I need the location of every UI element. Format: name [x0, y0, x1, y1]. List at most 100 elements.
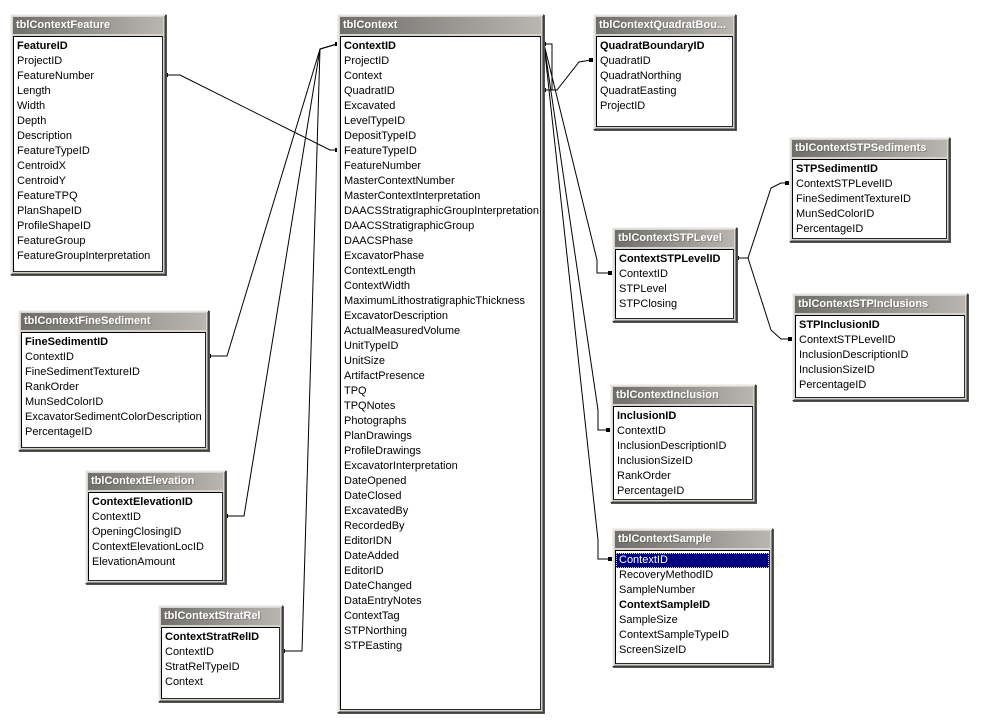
field-row-InclusionSizeID[interactable]: InclusionSizeID: [617, 455, 693, 467]
field-row-ContextID[interactable]: ContextID: [619, 268, 668, 280]
field-row-ContextStratRelID[interactable]: ContextStratRelID: [165, 631, 260, 643]
field-row-ContextElevationLocID[interactable]: ContextElevationLocID: [92, 541, 204, 553]
field-row-RankOrder[interactable]: RankOrder: [25, 381, 79, 393]
field-row-TPQ[interactable]: TPQ: [344, 385, 367, 397]
field-row-FeatureNumber[interactable]: FeatureNumber: [17, 70, 95, 82]
field-row-PercentageID[interactable]: PercentageID: [799, 379, 867, 391]
field-row-FineSedimentTextureID[interactable]: FineSedimentTextureID: [796, 193, 911, 205]
field-row-MasterContextNumber[interactable]: MasterContextNumber: [344, 175, 455, 187]
field-row-ExcavatorSedimentColorDescription[interactable]: ExcavatorSedimentColorDescription: [25, 411, 202, 423]
table-titlebar-quadrat[interactable]: tblContextQuadratBou...: [596, 17, 733, 34]
relationship-line-context-inclusion[interactable]: [543, 43, 608, 431]
field-row-Excavated[interactable]: Excavated: [344, 100, 396, 112]
field-row-STPInclusionID[interactable]: STPInclusionID: [799, 319, 880, 331]
field-row-Width[interactable]: Width: [17, 100, 46, 112]
field-row-FeatureNumber[interactable]: FeatureNumber: [344, 160, 422, 172]
table-titlebar-finesediment[interactable]: tblContextFineSediment: [21, 313, 206, 330]
field-row-UnitTypeID[interactable]: UnitTypeID: [344, 340, 399, 352]
field-row-ExcavatorPhase[interactable]: ExcavatorPhase: [344, 250, 425, 262]
field-row-DAACSStratigraphicGroupInterpretation[interactable]: DAACSStratigraphicGroupInterpretation: [344, 205, 540, 217]
field-row-ArtifactPresence[interactable]: ArtifactPresence: [344, 370, 425, 382]
field-row-DataEntryNotes[interactable]: DataEntryNotes: [344, 595, 422, 607]
field-row-FeatureGroupInterpretation[interactable]: FeatureGroupInterpretation: [17, 250, 151, 262]
field-row-RecordedBy[interactable]: RecordedBy: [344, 520, 405, 532]
field-row-STPSedimentID[interactable]: STPSedimentID: [796, 163, 878, 175]
field-row-DAACSPhase[interactable]: DAACSPhase: [344, 235, 414, 247]
table-titlebar-sample[interactable]: tblContextSample: [615, 531, 770, 548]
field-row-ElevationAmount[interactable]: ElevationAmount: [92, 556, 176, 568]
field-row-FeatureTPQ[interactable]: FeatureTPQ: [17, 190, 78, 202]
field-row-Description[interactable]: Description: [17, 130, 73, 142]
field-row-Context[interactable]: Context: [344, 70, 382, 82]
field-row-OpeningClosingID[interactable]: OpeningClosingID: [92, 526, 182, 538]
field-row-DateAdded[interactable]: DateAdded: [344, 550, 400, 562]
table-window-quadrat[interactable]: tblContextQuadratBou... QuadratBoundaryID…: [593, 14, 736, 130]
field-row-EditorID[interactable]: EditorID: [344, 565, 384, 577]
field-row-RecoveryMethodID[interactable]: RecoveryMethodID: [619, 569, 714, 581]
field-row-InclusionID[interactable]: InclusionID: [617, 410, 677, 422]
field-row-PercentageID[interactable]: PercentageID: [25, 426, 93, 438]
table-titlebar-elevation[interactable]: tblContextElevation: [88, 473, 223, 490]
field-row-MunSedColorID[interactable]: MunSedColorID: [25, 396, 104, 408]
field-row-Length[interactable]: Length: [17, 85, 51, 97]
field-row-DateClosed[interactable]: DateClosed: [344, 490, 402, 502]
field-row-ExcavatorInterpretation[interactable]: ExcavatorInterpretation: [344, 460, 458, 472]
field-row-QuadratBoundaryID[interactable]: QuadratBoundaryID: [600, 40, 705, 52]
field-row-ContextID[interactable]: ContextID: [616, 553, 769, 568]
field-row-QuadratID[interactable]: QuadratID: [344, 85, 395, 97]
field-row-ContextSTPLevelID[interactable]: ContextSTPLevelID: [796, 178, 893, 190]
field-row-Photographs[interactable]: Photographs: [344, 415, 407, 427]
relationship-line-stratrel-context[interactable]: [283, 43, 338, 652]
field-row-STPLevel[interactable]: STPLevel: [619, 283, 667, 295]
field-row-FeatureGroup[interactable]: FeatureGroup: [17, 235, 86, 247]
field-row-ContextLength[interactable]: ContextLength: [344, 265, 416, 277]
field-row-LevelTypeID[interactable]: LevelTypeID: [344, 115, 406, 127]
field-row-ContextWidth[interactable]: ContextWidth: [344, 280, 411, 292]
field-row-ContextElevationID[interactable]: ContextElevationID: [92, 496, 193, 508]
field-row-ActualMeasuredVolume[interactable]: ActualMeasuredVolume: [344, 325, 461, 337]
field-row-ContextID[interactable]: ContextID: [165, 646, 214, 658]
field-row-ProfileShapeID[interactable]: ProfileShapeID: [17, 220, 91, 232]
relationship-line-finesediment-context[interactable]: [209, 43, 338, 357]
field-row-Context[interactable]: Context: [165, 676, 203, 688]
field-row-RankOrder[interactable]: RankOrder: [617, 470, 671, 482]
relationship-line-feature-context[interactable]: [166, 74, 337, 151]
field-row-SampleNumber[interactable]: SampleNumber: [619, 584, 696, 596]
field-row-ContextID[interactable]: ContextID: [92, 511, 141, 523]
table-titlebar-context[interactable]: tblContext: [340, 17, 541, 34]
field-row-CentroidX[interactable]: CentroidX: [17, 160, 66, 172]
field-row-MasterContextInterpretation[interactable]: MasterContextInterpretation: [344, 190, 481, 202]
field-row-ProjectID[interactable]: ProjectID: [344, 55, 390, 67]
field-row-PlanShapeID[interactable]: PlanShapeID: [17, 205, 82, 217]
field-row-StratRelTypeID[interactable]: StratRelTypeID: [165, 661, 240, 673]
relationship-line-stplevel-stpsediments[interactable]: [737, 182, 787, 259]
table-titlebar-stplevel[interactable]: tblContextSTPLevel: [615, 230, 734, 247]
field-row-ContextSTPLevelID[interactable]: ContextSTPLevelID: [799, 334, 896, 346]
field-row-ContextSampleID[interactable]: ContextSampleID: [619, 599, 711, 611]
field-row-ExcavatorDescription[interactable]: ExcavatorDescription: [344, 310, 448, 322]
field-row-ScreenSizeID[interactable]: ScreenSizeID: [619, 644, 687, 656]
relationship-line-context-quadratboundaries[interactable]: [544, 59, 592, 91]
relationship-line-context-sample[interactable]: [543, 43, 610, 560]
field-row-FineSedimentTextureID[interactable]: FineSedimentTextureID: [25, 366, 140, 378]
field-row-TPQNotes[interactable]: TPQNotes: [344, 400, 396, 412]
field-row-SampleSize[interactable]: SampleSize: [619, 614, 678, 626]
field-row-ContextID[interactable]: ContextID: [25, 351, 74, 363]
field-row-STPEasting[interactable]: STPEasting: [344, 640, 403, 652]
field-row-DAACSStratigraphicGroup[interactable]: DAACSStratigraphicGroup: [344, 220, 475, 232]
field-row-STPNorthing[interactable]: STPNorthing: [344, 625, 407, 637]
field-row-MaximumLithostratigraphicThickness[interactable]: MaximumLithostratigraphicThickness: [344, 295, 525, 307]
relationship-line-context-stplevel[interactable]: [543, 43, 610, 274]
relationship-line-stplevel-stpinclusions[interactable]: [747, 257, 790, 340]
field-row-InclusionDescriptionID[interactable]: InclusionDescriptionID: [799, 349, 909, 361]
field-row-MunSedColorID[interactable]: MunSedColorID: [796, 208, 875, 220]
field-row-ContextTag[interactable]: ContextTag: [344, 610, 400, 622]
field-row-PlanDrawings[interactable]: PlanDrawings: [344, 430, 412, 442]
